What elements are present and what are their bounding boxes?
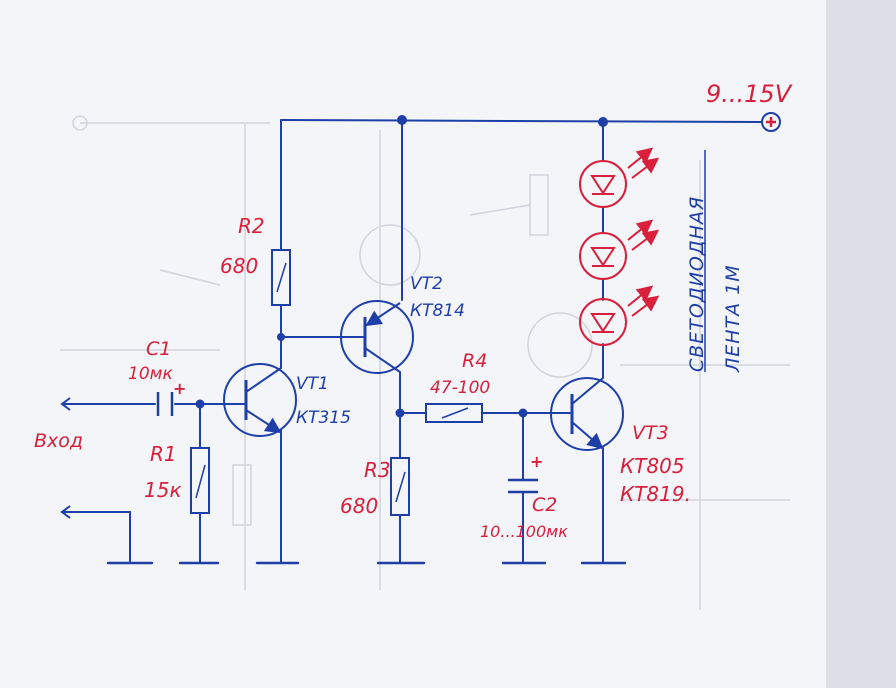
transistor-vt1 bbox=[223, 363, 297, 437]
capacitor-c1 bbox=[156, 392, 174, 416]
r1-value-label: 15к bbox=[144, 478, 182, 502]
paper-edge bbox=[826, 0, 896, 688]
r3-name-label: R3 bbox=[364, 458, 391, 482]
transistor-vt2 bbox=[340, 300, 414, 374]
r2-name-label: R2 bbox=[238, 214, 265, 238]
c2-name-label: C2 bbox=[532, 494, 558, 516]
led-3 bbox=[579, 285, 660, 346]
c1-polarity-mark: + bbox=[173, 379, 187, 398]
supply-terminal bbox=[761, 112, 781, 132]
r2-value-label: 680 bbox=[220, 254, 259, 278]
capacitor-c2 bbox=[508, 478, 538, 494]
c2-polarity-mark: + bbox=[530, 452, 544, 471]
c2-value-label: 10...100мк bbox=[480, 522, 568, 541]
supply-voltage-label: 9...15V bbox=[706, 80, 792, 108]
resistor-r1 bbox=[190, 447, 210, 514]
vt1-name-label: VT1 bbox=[296, 374, 329, 394]
resistor-r4 bbox=[425, 403, 483, 423]
c1-name-label: C1 bbox=[146, 338, 172, 360]
c1-value-label: 10мк bbox=[128, 364, 173, 384]
input-label: Вход bbox=[34, 430, 84, 452]
led-2 bbox=[579, 219, 660, 280]
vt3-name-label: VT3 bbox=[632, 422, 669, 444]
vt1-type-label: КТ315 bbox=[296, 408, 351, 428]
show-through-ghost bbox=[60, 115, 790, 610]
r3-value-label: 680 bbox=[340, 494, 379, 518]
vt3-type1-label: КТ805 bbox=[620, 454, 685, 478]
vt2-name-label: VT2 bbox=[410, 274, 443, 294]
input-terminals bbox=[60, 397, 71, 519]
led-strip-label-line2: ЛЕНТА 1М bbox=[722, 264, 744, 372]
resistor-r2 bbox=[271, 249, 291, 306]
paper-sheet bbox=[0, 0, 828, 688]
junction-dots bbox=[195, 115, 608, 418]
r4-value-label: 47-100 bbox=[430, 378, 491, 398]
led-1 bbox=[579, 147, 660, 208]
resistor-r3 bbox=[390, 457, 410, 516]
led-strip-label-line1: СВЕТОДИОДНАЯ bbox=[686, 195, 708, 372]
vt3-type2-label: КТ819. bbox=[620, 482, 691, 506]
wires bbox=[61, 119, 763, 563]
transistor-vt3 bbox=[550, 377, 624, 451]
vt2-type-label: КТ814 bbox=[410, 301, 465, 321]
r1-name-label: R1 bbox=[150, 442, 177, 466]
r4-name-label: R4 bbox=[462, 350, 488, 372]
